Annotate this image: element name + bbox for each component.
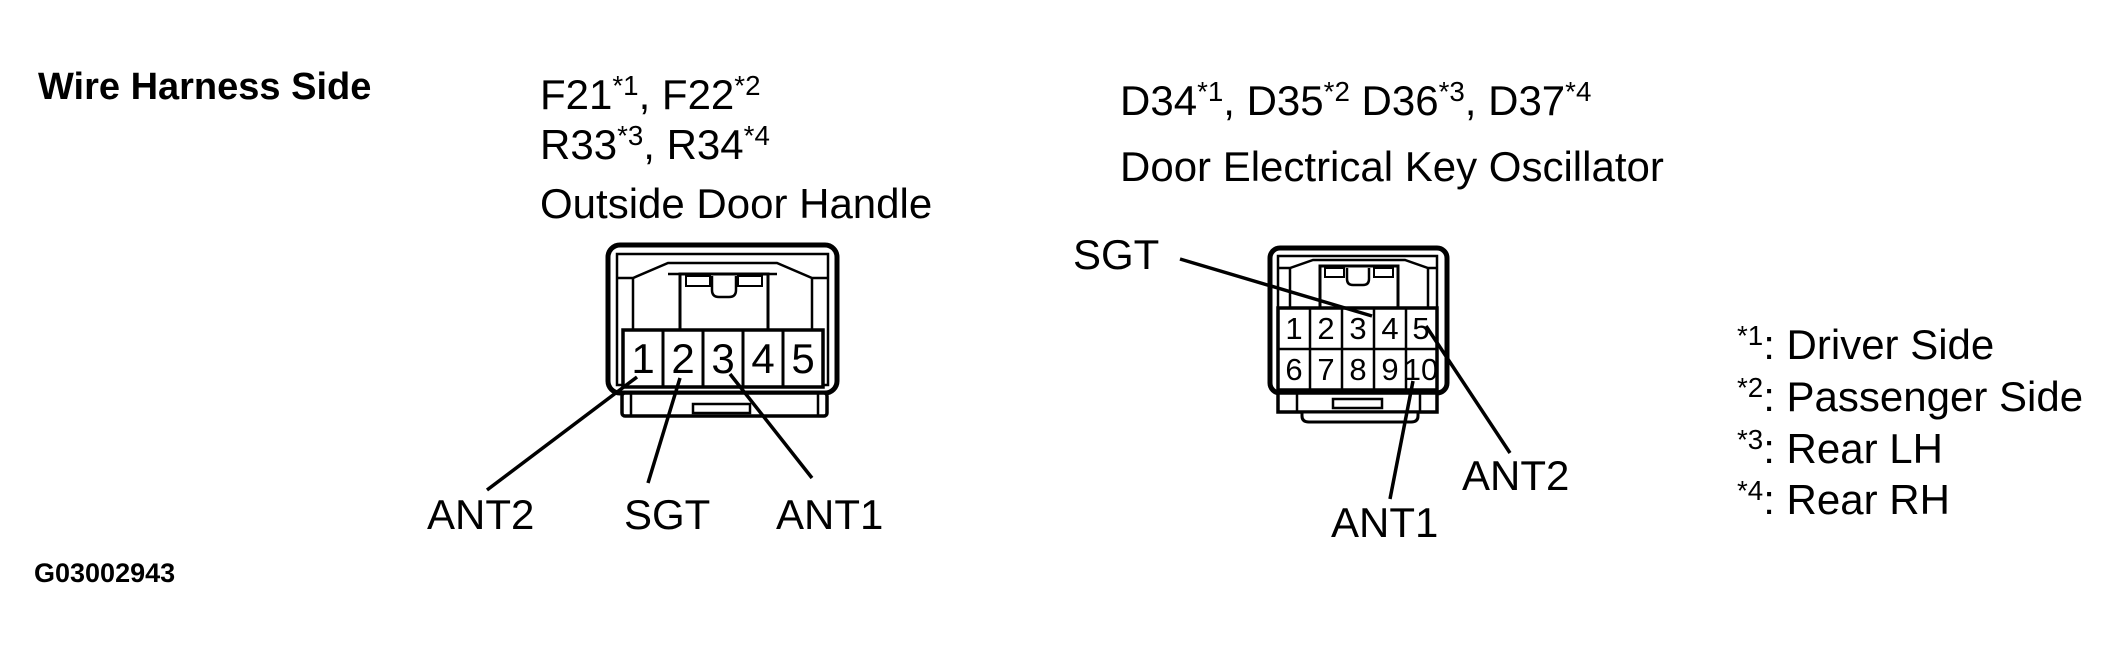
left-connector-latch-housing [678,272,770,332]
right-pin3-label-sgt: SGT [1073,231,1160,278]
left-pin1-to-ant2-leader [485,375,639,492]
right-pin-5: 5 [1412,311,1429,346]
right-sgt-to-pin3-leader [1179,257,1373,318]
right-connector-pin-numbers: 1 2 3 4 5 6 7 8 9 10 [1285,311,1438,387]
left-pin-1: 1 [631,335,654,382]
left-pin-2: 2 [671,335,694,382]
left-pin2-to-sgt-leader [646,377,682,484]
right-bottom-strip [1300,410,1420,424]
left-pin-5: 5 [791,335,814,382]
right-pin-1: 1 [1285,311,1302,346]
right-connector-latch-housing [1318,264,1400,310]
left-bottom-center-bar [691,402,752,415]
right-bottom-center-bar [1331,397,1384,410]
left-connector-name: Outside Door Handle [540,180,933,227]
leader-lines [485,257,1512,500]
left-connector-drawing [605,242,840,418]
legend-item-passenger-side: *2: Passenger Side [1737,372,2084,420]
legend-item-rear-rh: *4: Rear RH [1737,475,1950,523]
left-pin-dividers [661,330,785,387]
left-pin-3: 3 [711,335,734,382]
page-title: Wire Harness Side [38,66,372,108]
right-pin10-to-ant1-leader [1388,380,1415,500]
right-pin-6: 6 [1285,352,1302,387]
right-pin-4: 4 [1381,311,1398,346]
right-connector-codes-line1: D34*1, D35*2 D36*3, D37*4 [1120,76,1592,124]
left-connector-codes-line2: R33*3, R34*4 [540,120,770,168]
right-connector-name: Door Electrical Key Oscillator [1120,143,1664,190]
left-pin-4: 4 [751,335,774,382]
right-connector-drawing [1267,245,1450,424]
right-pin-9: 9 [1381,352,1398,387]
left-latch-notch-left [685,275,711,287]
right-connector-side-walls [1288,268,1430,308]
right-pin10-label-ant1: ANT1 [1331,499,1439,546]
left-bottom-skirt-notches [629,393,820,416]
right-pin5-label-ant2: ANT2 [1462,452,1570,499]
right-connector-shoulder-line [1278,258,1437,270]
right-latch-notch-right [1373,267,1394,278]
left-connector-shoulder-line [617,261,828,280]
left-pin3-label-ant1: ANT1 [776,491,884,538]
left-pin-row-frame [621,328,825,389]
right-latch-notch-left [1324,267,1345,278]
right-pin-2: 2 [1317,311,1334,346]
left-connector-codes-line1: F21*1, F22*2 [540,70,761,118]
left-latch-notch-right [737,275,763,287]
figure-code: G03002943 [34,558,176,588]
left-connector-side-walls [631,278,814,330]
legend-item-rear-lh: *3: Rear LH [1737,424,1943,472]
left-latch-hook [710,276,738,299]
right-bottom-skirt-notches [1295,393,1422,412]
right-pin-10: 10 [1404,352,1438,387]
right-pin-3: 3 [1349,311,1366,346]
right-pin5-to-ant2-leader [1424,325,1512,454]
left-connector-pin-numbers: 1 2 3 4 5 [631,335,814,382]
right-pin-8: 8 [1349,352,1366,387]
legend-item-driver-side: *1: Driver Side [1737,320,1995,368]
left-pin1-label-ant2: ANT2 [427,491,535,538]
left-pin3-to-ant1-leader [728,372,814,480]
right-latch-hook [1345,268,1371,287]
left-pin2-label-sgt: SGT [624,491,711,538]
right-pin-7: 7 [1317,352,1334,387]
